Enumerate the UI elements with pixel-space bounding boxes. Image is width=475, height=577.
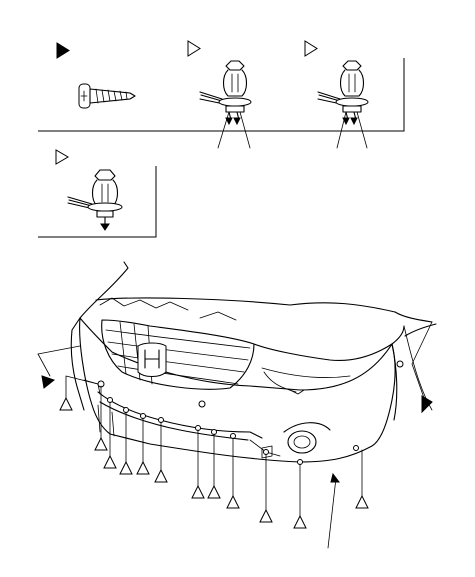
legend-panel-clip-c: [55, 149, 123, 231]
push-clip-icon: [67, 169, 123, 231]
open-triangle-callout: [136, 460, 150, 475]
open-triangle-callout: [94, 436, 108, 451]
bumper-outline: [79, 317, 396, 463]
legend-frame-top: [38, 58, 405, 132]
open-triangle-callout: [103, 454, 117, 469]
open-triangle-symbol: [304, 40, 318, 57]
push-clip-icon: [199, 60, 252, 149]
solid-triangle-callout: [421, 395, 433, 414]
open-triangle-callout: [154, 468, 168, 483]
open-triangle-symbol: [55, 149, 69, 165]
legend-panel-screw: [56, 42, 136, 109]
push-clip-icon: [317, 60, 369, 149]
front-bumper-drawing: [70, 261, 437, 465]
legend-panel-clip-b: [304, 40, 369, 149]
open-triangle-callout: [259, 508, 273, 523]
legend-panel-clip-a: [187, 40, 252, 149]
solid-triangle-callout: [41, 375, 56, 389]
open-triangle-callout: [355, 494, 369, 509]
open-triangle-callout: [191, 484, 205, 499]
open-triangle-symbol: [187, 40, 201, 57]
legend-frame-bottom: [38, 166, 157, 238]
open-triangle-callout: [226, 494, 240, 509]
fastener-legend: [38, 40, 405, 238]
solid-triangle-symbol: [56, 42, 70, 59]
lower-opening: [97, 391, 263, 439]
emblem: [137, 342, 167, 377]
upper-grille: [101, 319, 255, 390]
open-triangle-callout: [293, 514, 307, 529]
hood-edge: [79, 261, 396, 319]
callout-lines: [37, 321, 433, 549]
open-triangle-callout: [59, 396, 73, 411]
screw-icon: [78, 83, 136, 109]
clip-locations: [97, 360, 404, 465]
callout-triangles: [41, 375, 433, 529]
open-triangle-callout: [207, 484, 221, 499]
open-triangle-callout: [119, 460, 133, 475]
right-fender: [394, 311, 437, 337]
fog-light: [283, 422, 331, 454]
